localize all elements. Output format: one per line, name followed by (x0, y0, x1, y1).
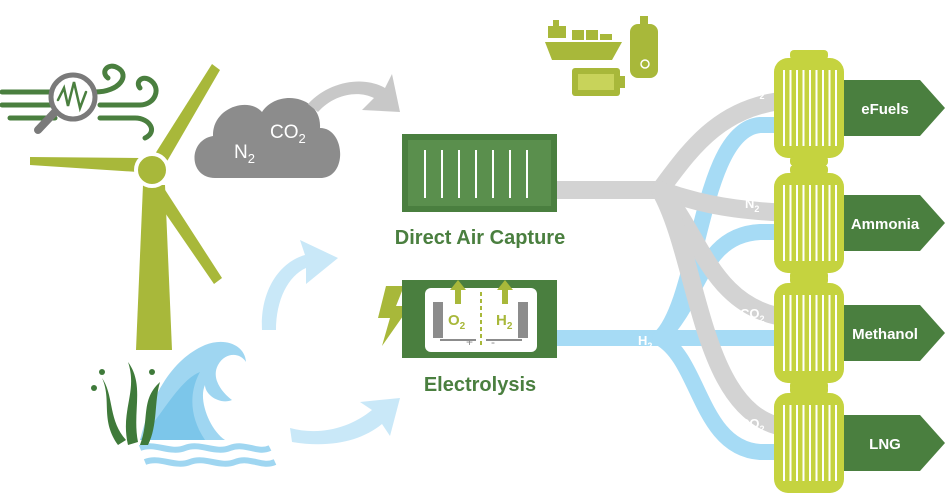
wind-analysis-icon (0, 63, 159, 141)
o2-label: O2 (448, 312, 466, 332)
water-arrow-up (261, 240, 338, 330)
co2-bottom-label: CO2 (740, 416, 765, 434)
co2-to-lng (651, 181, 799, 437)
battery-icon (572, 68, 625, 96)
co2-top-label: CO2 (740, 83, 765, 101)
o2-arrow-icon (450, 280, 466, 304)
h2-arrow-icon (497, 280, 513, 304)
seaweed-icon (91, 362, 160, 445)
cloud: N2 CO2 (194, 98, 341, 178)
reactor-ammonia: Ammonia (774, 165, 945, 281)
product-label-methanol: Methanol (852, 326, 918, 343)
h2-label: H2 (496, 312, 513, 332)
h2-pipe-label: H2 (638, 333, 652, 351)
water-arrow-right (290, 398, 400, 445)
dac-unit: Direct Air Capture (395, 134, 565, 249)
product-label-ammonia: Ammonia (851, 216, 920, 233)
product-label-efuels: eFuels (861, 101, 909, 118)
product-arrow-efuels (820, 80, 945, 136)
turbine-tower (136, 185, 172, 350)
wave-icon (138, 341, 277, 467)
h2-to-lng (652, 330, 798, 460)
co2-mid-label: CO2 (740, 306, 765, 324)
ship-icon (545, 20, 622, 60)
minus-sign: - (491, 335, 495, 349)
reactor-efuels: eFuels (774, 50, 945, 166)
lightning-icon (378, 286, 410, 346)
grey-pipes (547, 91, 799, 437)
n2-label: N2 (745, 196, 759, 214)
product-arrow-lng (820, 415, 945, 471)
wind-turbine (30, 64, 222, 350)
product-arrow-methanol (820, 305, 945, 361)
electrolysis-label: Electrolysis (424, 374, 536, 396)
turbine-blade-up (148, 64, 220, 170)
air-arrow (308, 74, 400, 112)
product-label-lng: LNG (869, 436, 901, 453)
co2-to-efuels (651, 91, 799, 199)
cloud-n2-label: N2 (234, 142, 255, 166)
tank-icon (630, 16, 658, 78)
turbine-blade-down (148, 182, 222, 284)
dac-label: Direct Air Capture (395, 227, 565, 249)
turbine-blade-left (30, 157, 140, 172)
reactor-lng: LNG (774, 385, 945, 493)
product-arrow-ammonia (820, 195, 945, 251)
turbine-hub (134, 152, 170, 188)
plus-sign: + (466, 335, 473, 349)
electrolysis-unit: O2 H2 + - Electrolysis (402, 280, 557, 396)
cloud-co2-label: CO2 (270, 122, 306, 146)
reactor-methanol: Methanol (774, 275, 945, 391)
